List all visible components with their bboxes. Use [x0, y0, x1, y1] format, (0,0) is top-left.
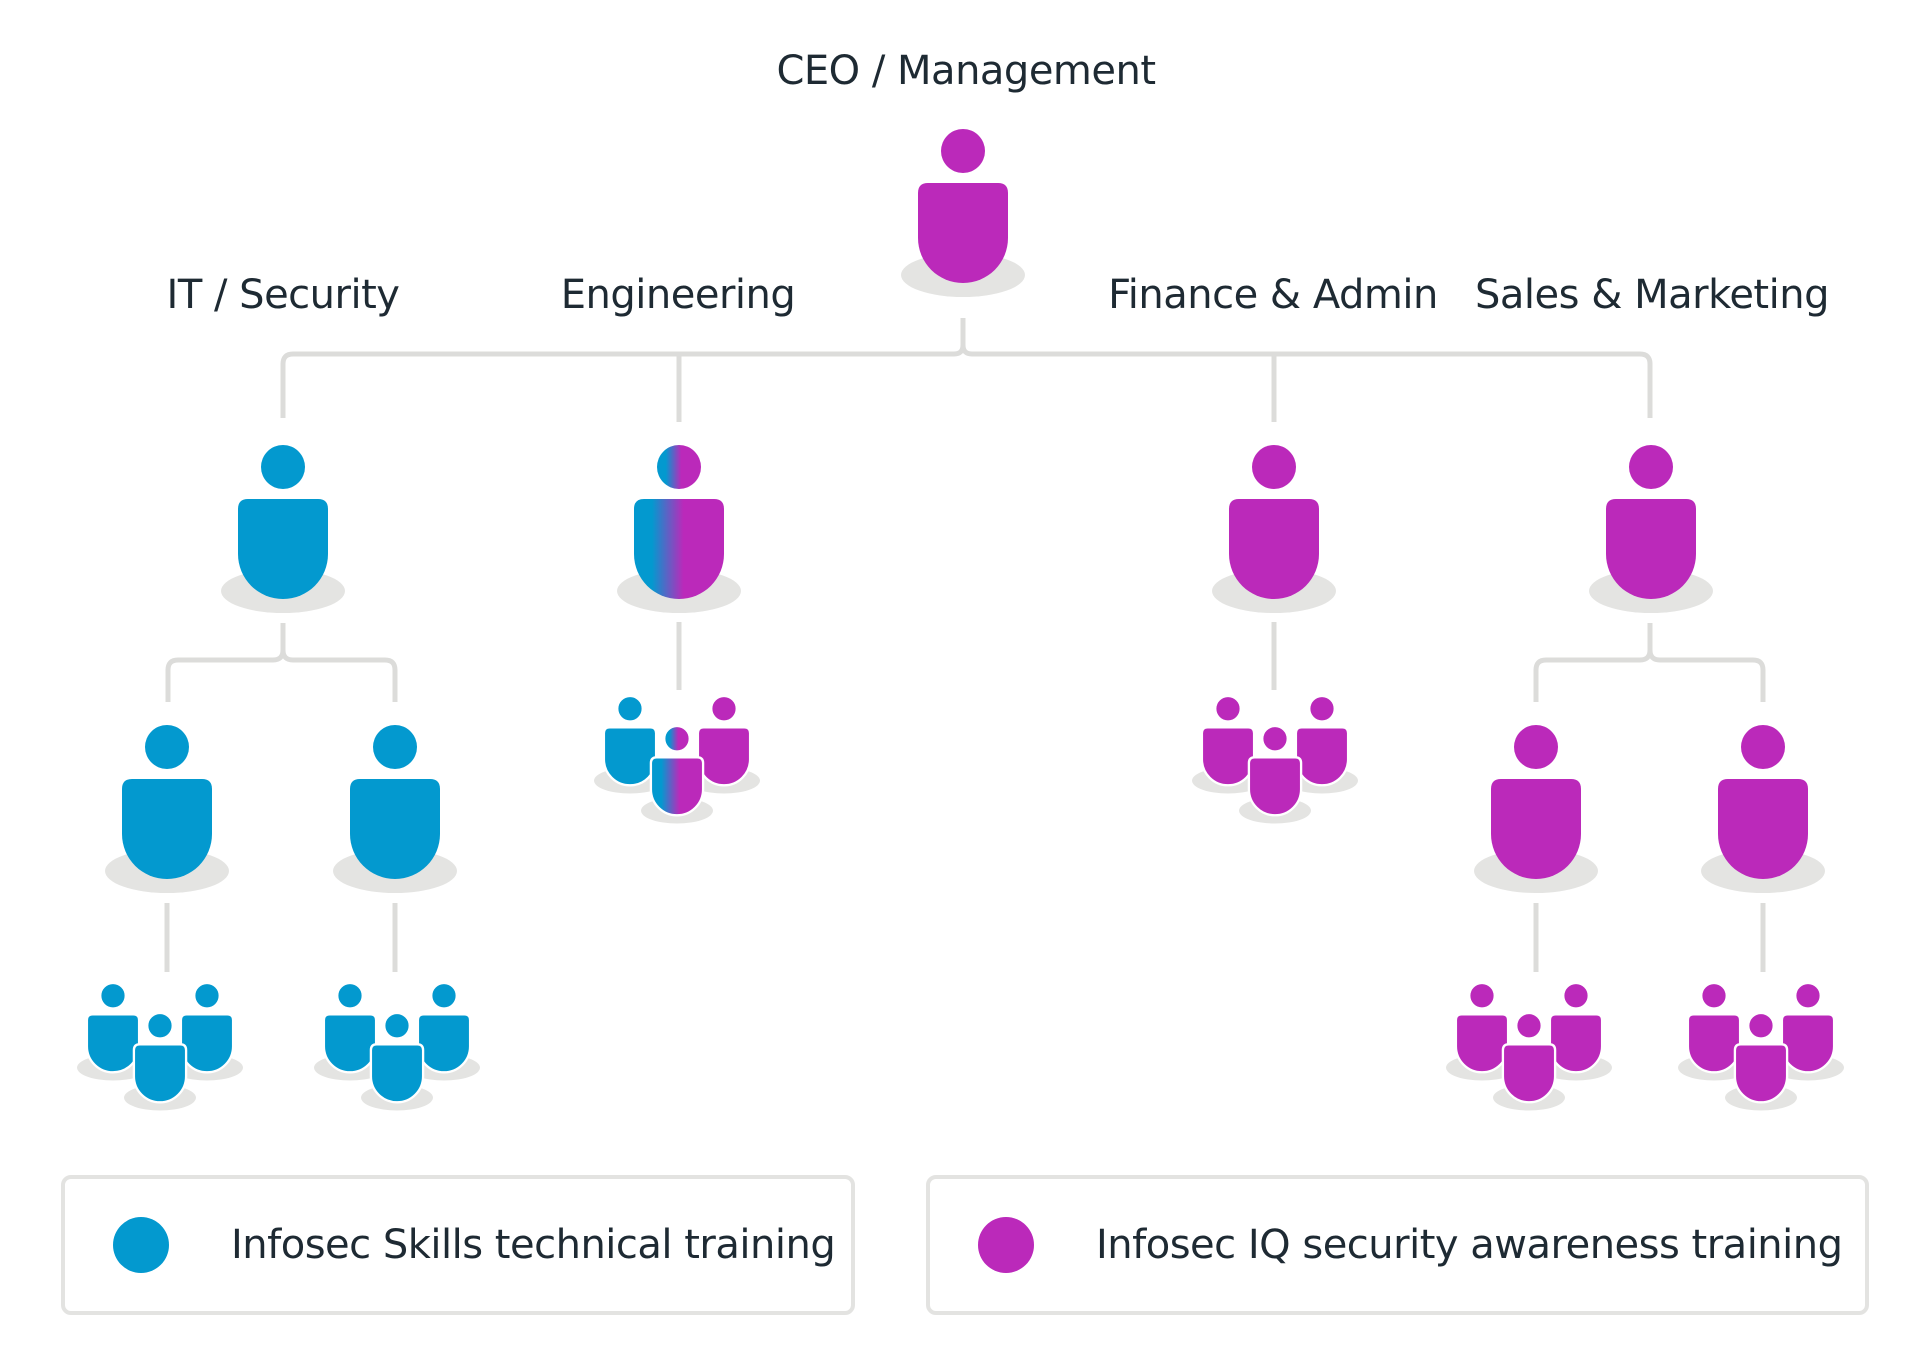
person-body	[238, 499, 328, 599]
legend-skills: Infosec Skills technical training	[61, 1175, 855, 1315]
ceo-label: CEO / Management	[776, 48, 1156, 94]
person-body	[322, 1013, 378, 1074]
person-body	[1733, 1043, 1789, 1104]
finance-head-person-icon	[1212, 445, 1336, 613]
person-body	[1606, 499, 1696, 599]
person-head	[657, 445, 701, 489]
person-body	[634, 499, 724, 599]
person-body	[85, 1013, 141, 1074]
person-body	[649, 756, 705, 817]
person-head	[663, 724, 691, 753]
person-body	[696, 726, 752, 787]
person-head	[1794, 981, 1822, 1010]
it-team-1-group-icon-front-person-icon	[124, 1011, 196, 1111]
sales-team-2-group-icon-left-person-icon	[1678, 981, 1750, 1081]
person-body	[1454, 1013, 1510, 1074]
dept-label-it: IT / Security	[166, 272, 400, 318]
person-head	[1629, 445, 1673, 489]
it-team-2-group-icon-right-person-icon	[408, 981, 480, 1081]
dept-label-sales: Sales & Marketing	[1475, 272, 1829, 318]
person-body	[1686, 1013, 1742, 1074]
person-head	[145, 725, 189, 769]
it-team-2-group-icon-front-person-icon	[361, 1011, 433, 1111]
person-body	[602, 726, 658, 787]
person-head	[193, 981, 221, 1010]
sales-team-2-group-icon-right-person-icon	[1772, 981, 1844, 1081]
it-team-2-group-icon-left-person-icon	[314, 981, 386, 1081]
sales-lead-1-person-icon	[1474, 725, 1598, 893]
person-head	[1562, 981, 1590, 1010]
person-body	[416, 1013, 472, 1074]
person-body	[918, 183, 1008, 283]
person-body	[1247, 756, 1303, 817]
it-lead-2-person-icon	[333, 725, 457, 893]
person-head	[1514, 725, 1558, 769]
connectors	[164, 318, 1766, 972]
person-body	[369, 1043, 425, 1104]
person-body	[132, 1043, 188, 1104]
ceo-person-icon	[901, 129, 1025, 297]
sales-team-1-group-icon-right-person-icon	[1540, 981, 1612, 1081]
person-head	[383, 1011, 411, 1040]
person-head	[1308, 694, 1336, 723]
person-body	[1548, 1013, 1604, 1074]
person-head	[1515, 1011, 1543, 1040]
it-head-person-icon	[221, 445, 345, 613]
person-body	[1501, 1043, 1557, 1104]
sales-head-person-icon	[1589, 445, 1713, 613]
it-team-1-group-icon-right-person-icon	[171, 981, 243, 1081]
person-head	[1252, 445, 1296, 489]
sales-team-1-group-icon-front-person-icon	[1493, 1011, 1565, 1111]
person-head	[616, 694, 644, 723]
ceo-to-sales-line	[960, 344, 1653, 418]
person-head	[1700, 981, 1728, 1010]
finance-team-group-icon-right-person-icon	[1286, 694, 1358, 794]
person-body	[179, 1013, 235, 1074]
person-head	[430, 981, 458, 1010]
sales-split-line-right	[1647, 649, 1766, 702]
legend-iq: Infosec IQ security awareness training	[926, 1175, 1869, 1315]
legend-iq-label: Infosec IQ security awareness training	[1096, 1222, 1843, 1268]
people-icons	[77, 129, 1844, 1111]
person-body	[350, 779, 440, 879]
dept-label-engineering: Engineering	[560, 272, 796, 318]
it-split-line-right	[280, 649, 398, 702]
person-body	[1718, 779, 1808, 879]
person-head	[373, 725, 417, 769]
engineering-team-right-person-icon	[688, 694, 760, 794]
person-head	[1747, 1011, 1775, 1040]
person-head	[1468, 981, 1496, 1010]
person-body	[1780, 1013, 1836, 1074]
person-head	[941, 129, 985, 173]
sales-team-1-group-icon-left-person-icon	[1446, 981, 1518, 1081]
it-lead-1-person-icon	[105, 725, 229, 893]
sales-lead-2-person-icon	[1701, 725, 1825, 893]
person-body	[1229, 499, 1319, 599]
person-head	[146, 1011, 174, 1040]
person-body	[1294, 726, 1350, 787]
person-head	[1261, 724, 1289, 753]
ceo-to-it-line	[280, 318, 966, 418]
legend-skills-label: Infosec Skills technical training	[231, 1222, 836, 1268]
person-head	[1214, 694, 1242, 723]
person-head	[336, 981, 364, 1010]
it-split-line	[165, 623, 286, 702]
person-head	[710, 694, 738, 723]
it-team-1-group-icon-left-person-icon	[77, 981, 149, 1081]
person-body	[122, 779, 212, 879]
person-head	[1741, 725, 1785, 769]
person-body	[1491, 779, 1581, 879]
iq-color-dot-icon	[978, 1217, 1034, 1273]
person-body	[1200, 726, 1256, 787]
engineering-team-front-person-icon	[641, 724, 713, 824]
person-head	[261, 445, 305, 489]
dept-label-finance: Finance & Admin	[1108, 272, 1438, 318]
sales-team-2-group-icon-front-person-icon	[1725, 1011, 1797, 1111]
finance-team-group-icon-front-person-icon	[1239, 724, 1311, 824]
skills-color-dot-icon	[113, 1217, 169, 1273]
finance-team-group-icon-left-person-icon	[1192, 694, 1264, 794]
person-head	[99, 981, 127, 1010]
engineering-head-person-icon	[617, 445, 741, 613]
sales-split-line	[1533, 623, 1653, 702]
